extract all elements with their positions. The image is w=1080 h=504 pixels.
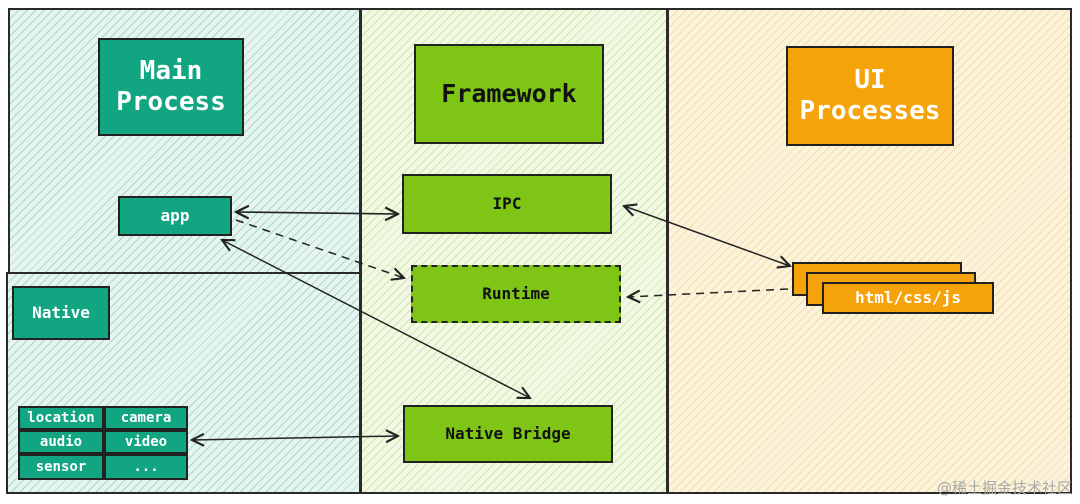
ipc-files-arrow [624,206,790,266]
capability-camera: camera [104,406,188,430]
app-native-bridge-arrow [222,240,530,398]
capability-audio: audio [18,430,104,454]
app-node: app [118,196,232,236]
ui-processes-title: UI Processes [786,46,954,146]
app-runtime-arrow [235,219,404,278]
files-runtime-arrow [628,288,789,297]
app-ipc-arrow [236,212,398,214]
capability-video: video [104,430,188,454]
ipc-node: IPC [402,174,612,234]
capabilities-native-bridge-arrow [192,436,398,440]
capability-location: location [18,406,104,430]
native-bridge-node: Native Bridge [403,405,613,463]
capability-more: ... [104,454,188,480]
main-process-title: Main Process [98,38,244,136]
framework-title: Framework [414,44,604,144]
file-card-front: html/css/js [822,282,994,314]
watermark: @稀土掘金技术社区 [936,479,1072,497]
native-node: Native [12,286,110,340]
capability-sensor: sensor [18,454,104,480]
